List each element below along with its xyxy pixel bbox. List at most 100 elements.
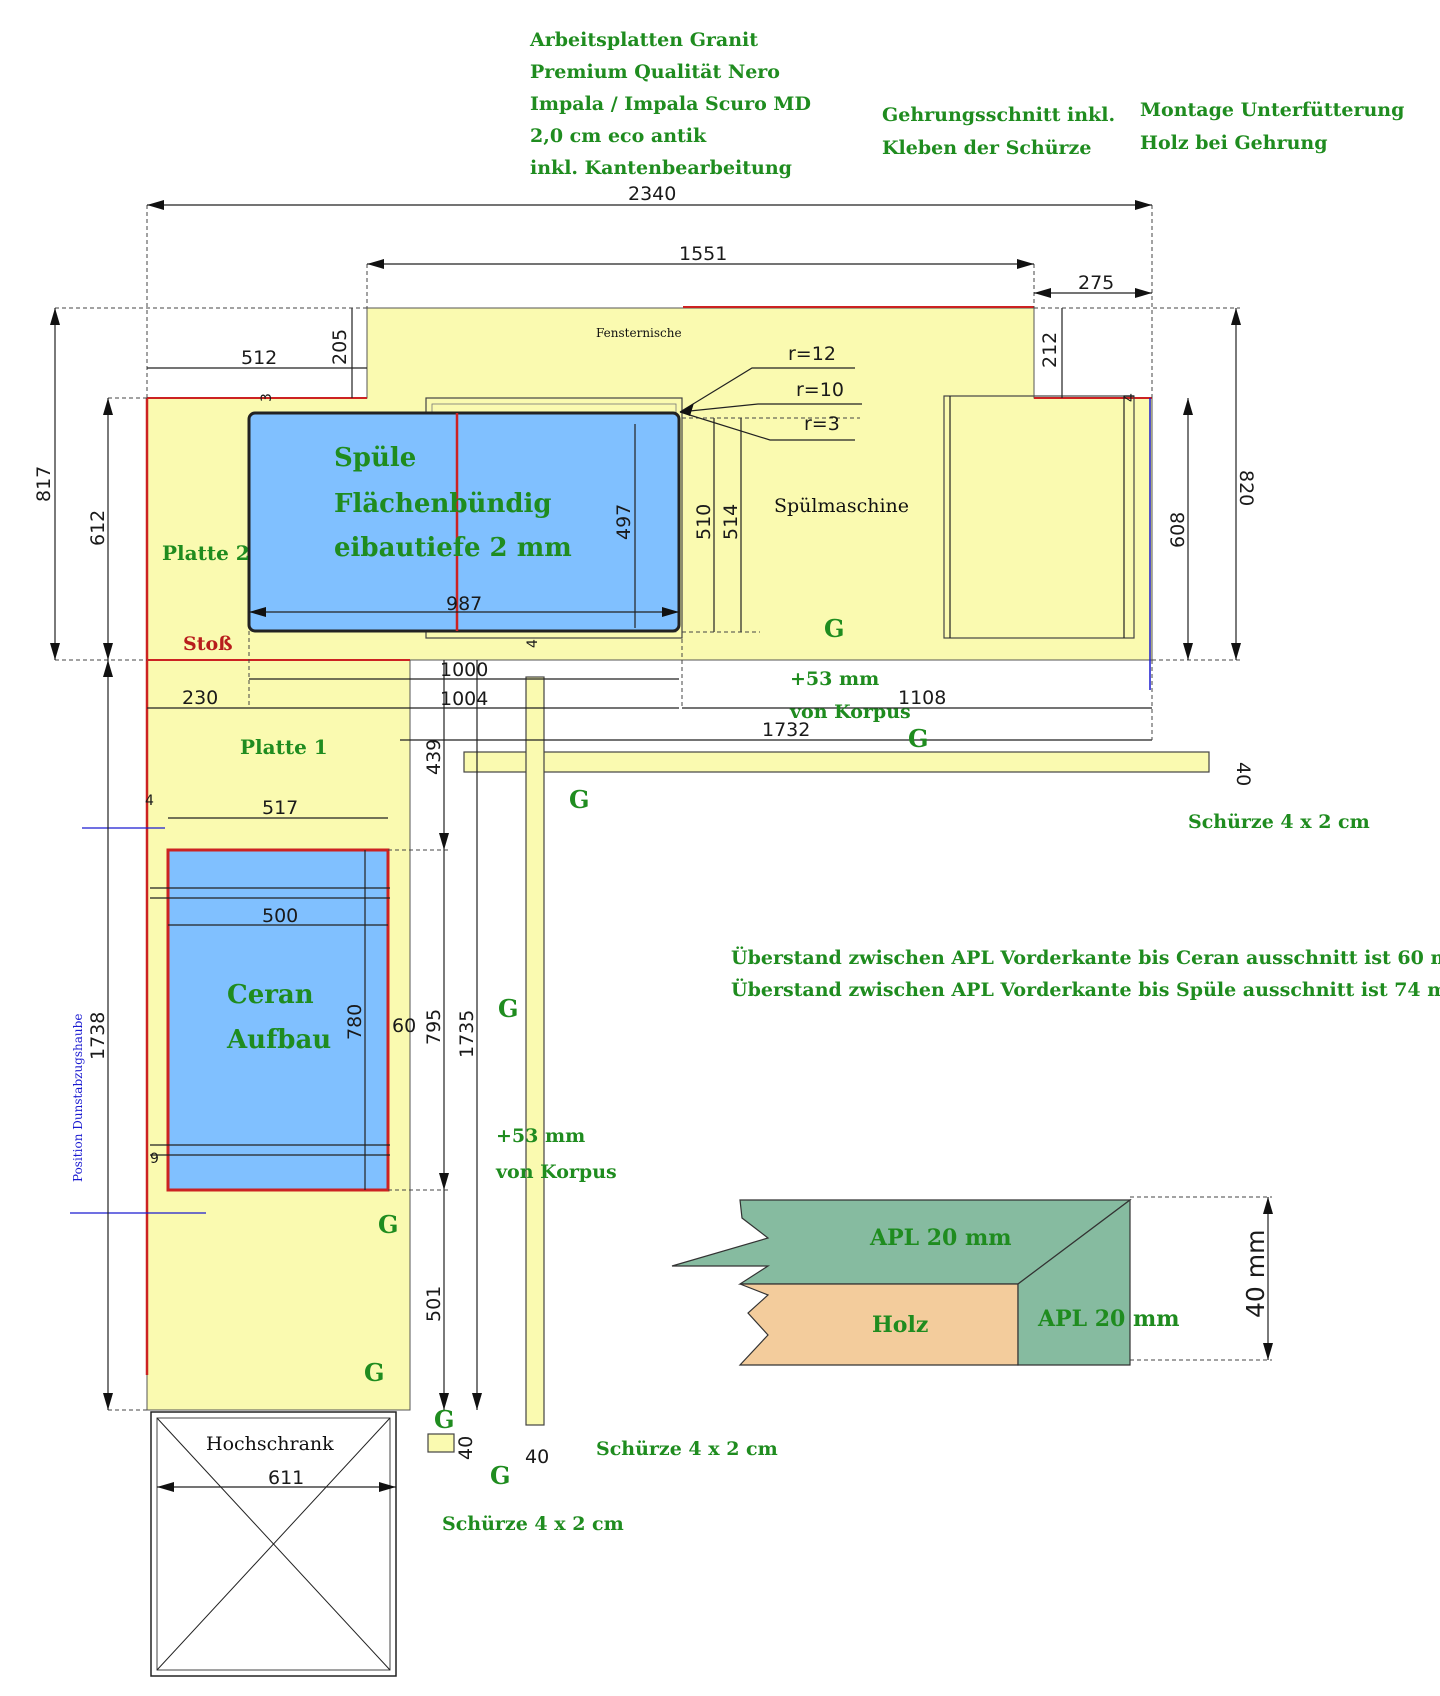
- radius-12: r=12: [788, 343, 836, 365]
- material-line-5: inkl. Kantenbearbeitung: [530, 157, 792, 179]
- spuele-line-2: Flächenbündig: [334, 489, 552, 519]
- dim-608: 608: [1167, 512, 1189, 548]
- dim-611: 611: [268, 1467, 304, 1489]
- dim-230: 230: [182, 687, 218, 709]
- spuelmaschine-box: [943, 395, 1135, 639]
- dim-205: 205: [329, 329, 351, 365]
- material-line-4: 2,0 cm eco antik: [530, 125, 707, 147]
- g-marker: G: [908, 724, 929, 753]
- dim-4-top: 4: [1122, 393, 1138, 402]
- g-marker: G: [498, 994, 519, 1023]
- material-note: Arbeitsplatten Granit Premium Qualität N…: [529, 29, 811, 179]
- von-korpus-label-top: von Korpus: [789, 701, 911, 723]
- montage-line-2: Holz bei Gehrung: [1140, 132, 1328, 154]
- ceran-cutout: [166, 848, 390, 1192]
- holz-label: Holz: [872, 1312, 928, 1338]
- schuerze-label-1: Schürze 4 x 2 cm: [1188, 811, 1370, 833]
- spuele-line-3: eibautiefe 2 mm: [334, 533, 572, 563]
- gehrung-line-1: Gehrungsschnitt inkl.: [882, 104, 1115, 126]
- g-marker: G: [569, 785, 590, 814]
- dim-1732: 1732: [762, 719, 810, 741]
- dim-820: 820: [1235, 470, 1257, 506]
- dim-60: 60: [392, 1015, 416, 1037]
- dim-510: 510: [693, 504, 715, 540]
- gehrung-note: Gehrungsschnitt inkl. Kleben der Schürze: [882, 104, 1115, 159]
- dim-1000: 1000: [440, 659, 488, 681]
- material-line-2: Premium Qualität Nero: [530, 61, 780, 83]
- montage-line-1: Montage Unterfütterung: [1140, 99, 1404, 121]
- dim-40-horizontal-strip: 40: [1232, 762, 1254, 786]
- dim-1004: 1004: [440, 688, 488, 710]
- apl-side-layer: [1017, 1198, 1131, 1366]
- dim-512: 512: [241, 347, 277, 369]
- schuerze-label-3: Schürze 4 x 2 cm: [442, 1513, 624, 1535]
- dim-40-vertical-strip: 40: [525, 1446, 549, 1468]
- dim-40-small-strip: 40: [455, 1436, 477, 1460]
- schuerze-label-2: Schürze 4 x 2 cm: [596, 1438, 778, 1460]
- gehrung-line-2: Kleben der Schürze: [882, 137, 1091, 159]
- stoss-label: Stoß: [183, 633, 233, 655]
- von-korpus-label-side: von Korpus: [495, 1161, 617, 1183]
- radius-3: r=3: [804, 413, 840, 435]
- ueberstand-ceran-note: Überstand zwischen APL Vorderkante bis C…: [731, 946, 1440, 969]
- dim-275: 275: [1078, 272, 1114, 294]
- dim-4-corner: 4: [525, 639, 541, 648]
- dim-212: 212: [1039, 332, 1061, 368]
- dim-1735: 1735: [456, 1010, 478, 1058]
- g-marker: G: [364, 1358, 385, 1387]
- platte-1-label: Platte 1: [240, 735, 328, 759]
- dim-4-left: 4: [145, 793, 154, 809]
- dim-501: 501: [423, 1286, 445, 1322]
- ceran-label: Ceran Aufbau: [226, 980, 331, 1055]
- radius-10: r=10: [796, 379, 844, 401]
- ceran-line-1: Ceran: [227, 980, 314, 1010]
- apl-top-label: APL 20 mm: [869, 1225, 1012, 1251]
- spuele-label: Spüle Flächenbündig eibautiefe 2 mm: [334, 443, 572, 563]
- dim-500: 500: [262, 905, 298, 927]
- dim-987: 987: [446, 593, 482, 615]
- dim-514: 514: [720, 504, 742, 540]
- dim-780: 780: [344, 1004, 366, 1040]
- edge-detail-diagram: APL 20 mm Holz APL 20 mm 40 mm: [671, 1198, 1270, 1366]
- montage-note: Montage Unterfütterung Holz bei Gehrung: [1140, 99, 1404, 154]
- spuele-cutout: [247, 411, 681, 633]
- dim-2340: 2340: [628, 183, 676, 205]
- dimension-arrows: [50, 200, 1273, 1492]
- dim-517: 517: [262, 797, 298, 819]
- g-marker: G: [378, 1210, 399, 1239]
- dim-817: 817: [33, 466, 55, 502]
- g-marker: G: [490, 1461, 511, 1490]
- plus53-label-top: +53 mm: [790, 668, 879, 690]
- dimension-lines: [54, 204, 1272, 1488]
- g-marker: G: [434, 1405, 455, 1434]
- plus53-label-side: +53 mm: [496, 1125, 585, 1147]
- height-40mm-label: 40 mm: [1241, 1230, 1270, 1318]
- dim-1108: 1108: [898, 687, 946, 709]
- schuerze-strip-small: [427, 1433, 455, 1453]
- material-line-1: Arbeitsplatten Granit: [529, 29, 758, 51]
- platte-2-label: Platte 2: [162, 541, 250, 565]
- g-marker: G: [824, 614, 845, 643]
- dim-1551: 1551: [679, 243, 727, 265]
- spuelmaschine-label: Spülmaschine: [774, 495, 909, 517]
- material-line-3: Impala / Impala Scuro MD: [530, 93, 811, 115]
- ueberstand-spuele-note: Überstand zwischen APL Vorderkante bis S…: [731, 978, 1440, 1001]
- dim-9: 9: [150, 1151, 159, 1167]
- schuerze-strip-vertical: [525, 676, 545, 1426]
- ceran-line-2: Aufbau: [226, 1025, 331, 1055]
- fensternische-label: Fensternische: [596, 326, 682, 340]
- top-edge-red: [147, 306, 1152, 399]
- apl-side-label: APL 20 mm: [1037, 1306, 1180, 1332]
- hochschrank-label: Hochschrank: [206, 1433, 334, 1455]
- position-dunstabzug-label: Position Dunstabzugshaube: [71, 1014, 85, 1182]
- gehrung-markers: G G G G G G G G: [364, 614, 929, 1490]
- dim-612: 612: [87, 510, 109, 546]
- spuele-line-1: Spüle: [334, 443, 416, 473]
- dim-3: 3: [259, 393, 275, 402]
- dim-497: 497: [613, 504, 635, 540]
- schuerze-strip-horizontal: [463, 751, 1210, 773]
- hochschrank-cabinet: [150, 1411, 397, 1677]
- dim-439: 439: [423, 739, 445, 775]
- dim-795: 795: [423, 1009, 445, 1045]
